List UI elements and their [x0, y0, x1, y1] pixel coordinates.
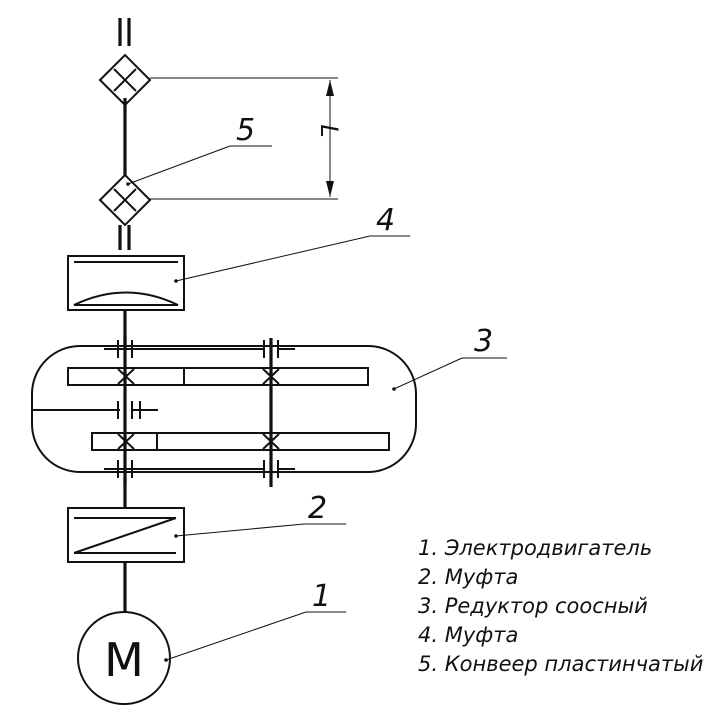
callout-3: 3 — [474, 324, 493, 359]
reducer-shafts — [32, 336, 390, 487]
sprocket-top — [98, 53, 152, 107]
callout-1-leader — [164, 611, 346, 662]
electric-motor — [77, 611, 171, 705]
callout-5-leader — [126, 145, 272, 186]
legend-item-1: 1. Электродвигатель — [418, 536, 652, 560]
dimension-l — [150, 77, 338, 200]
callout-4-leader — [174, 235, 410, 283]
callout-3-leader — [392, 357, 507, 391]
callout-2: 2 — [308, 491, 327, 526]
coupling-4 — [67, 255, 185, 311]
sprocket-bottom — [98, 173, 152, 227]
legend: 1. Электродвигатель 2. Муфта 3. Редуктор… — [418, 536, 703, 676]
conveyor-shaft — [118, 18, 131, 250]
dimension-l-label: L — [315, 124, 343, 137]
legend-item-5: 5. Конвеер пластинчатый — [418, 652, 703, 676]
callout-2-leader — [174, 523, 346, 538]
legend-item-3: 3. Редуктор соосный — [418, 594, 648, 618]
motor-symbol: M — [104, 633, 144, 687]
callout-1: 1 — [312, 579, 331, 614]
callout-5: 5 — [236, 113, 255, 148]
legend-item-4: 4. Муфта — [418, 623, 518, 647]
callout-4: 4 — [376, 203, 395, 238]
coupling-2 — [67, 507, 185, 563]
legend-item-2: 2. Муфта — [418, 565, 518, 589]
